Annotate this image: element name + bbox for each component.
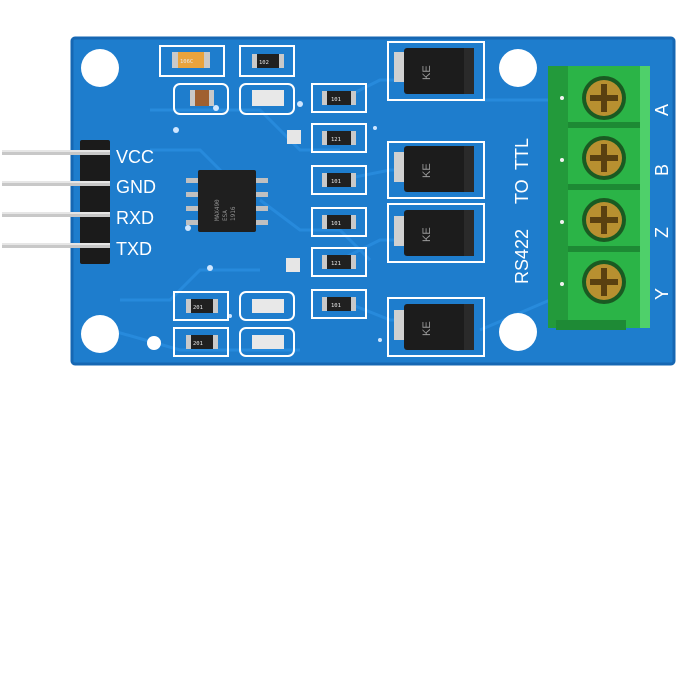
title-rs422: RS422 [512, 229, 532, 284]
top-left-components: 106C 102 [159, 45, 295, 115]
diode-4: KE [387, 297, 485, 357]
terminal-label-a: A [652, 104, 672, 116]
left-resistor-code-3: 201 [193, 341, 203, 347]
board-title: RS422 TO TTL [512, 138, 532, 284]
resistor-code-3: 101 [331, 179, 341, 185]
middle-resistors: 101 121 101 101 121 [286, 83, 367, 319]
pin-label-vcc: VCC [116, 147, 154, 167]
left-resistor-code-2: 201 [193, 305, 203, 311]
diode-3-marking: KE [421, 227, 433, 242]
bottom-left-components: 201 201 [173, 291, 295, 357]
diode-1: KE [387, 41, 485, 101]
title-to: TO [512, 179, 532, 204]
resistor-code-2: 121 [331, 137, 341, 143]
title-ttl: TTL [512, 138, 532, 170]
terminal-label-z: Z [652, 227, 672, 238]
terminal-label-b: B [652, 164, 672, 176]
ic-marking-line1: MAX490 [214, 199, 221, 221]
mounting-holes [81, 49, 537, 353]
diode-2: KE [387, 141, 485, 199]
header-pins [2, 140, 110, 264]
diode-1-marking: KE [421, 65, 433, 80]
pin-label-gnd: GND [116, 177, 156, 197]
diode-3: KE [387, 203, 485, 263]
vias [173, 101, 382, 342]
cap-marking: 106C [180, 59, 193, 65]
diode-2-marking: KE [421, 163, 433, 178]
diodes: KE KE KE KE [387, 41, 485, 357]
ic-chip: MAX490 ESA 1916 [186, 170, 268, 232]
resistor-code-6: 101 [331, 303, 341, 309]
terminal-screws [582, 76, 626, 304]
left-resistor-code-1: 102 [259, 60, 269, 66]
ic-marking-line2: ESA [222, 210, 229, 221]
terminal-labels: A B Z Y [652, 104, 672, 300]
terminal-label-y: Y [652, 288, 672, 300]
resistor-code-5: 121 [331, 261, 341, 267]
pin-label-txd: TXD [116, 239, 152, 259]
terminal-block [548, 66, 650, 330]
pin-label-rxd: RXD [116, 208, 154, 228]
pin-labels: VCC GND RXD TXD [116, 147, 156, 259]
ic-marking-line3: 1916 [230, 206, 237, 221]
resistor-code-1: 101 [331, 97, 341, 103]
diode-4-marking: KE [421, 321, 433, 336]
resistor-code-4: 101 [331, 221, 341, 227]
